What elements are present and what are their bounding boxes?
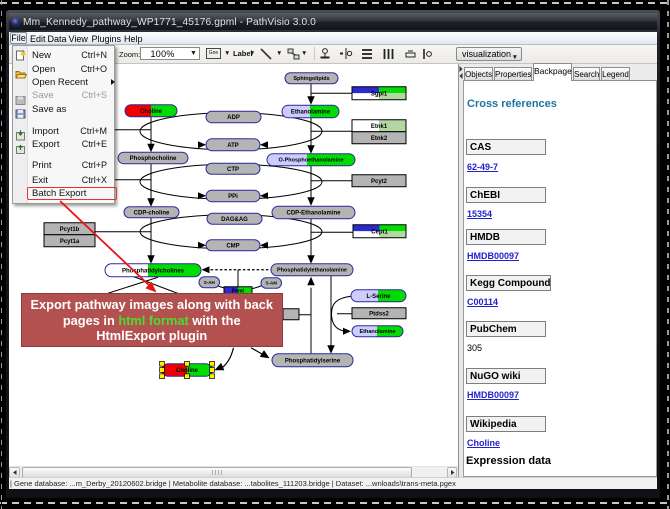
svg-text:Phosphatidylcholines: Phosphatidylcholines <box>122 268 185 274</box>
svg-text:S-AH: S-AH <box>204 279 215 284</box>
svg-text:Ethanolamine: Ethanolamine <box>359 329 395 335</box>
svg-text:CMP: CMP <box>226 243 239 249</box>
svg-text:Sgpl1: Sgpl1 <box>371 91 388 97</box>
svg-text:Choline: Choline <box>176 368 199 374</box>
svg-text:Choline: Choline <box>140 108 163 114</box>
svg-text:DAG&AG: DAG&AG <box>221 216 248 222</box>
svg-text:S-AM: S-AM <box>266 280 278 285</box>
svg-text:Pcyt1b: Pcyt1b <box>60 226 80 232</box>
svg-text:Phosphatidylethanolamine: Phosphatidylethanolamine <box>277 267 347 273</box>
svg-text:Pcyt1a: Pcyt1a <box>60 238 80 244</box>
svg-text:Ptdss2: Ptdss2 <box>369 311 389 317</box>
svg-text:Pemt: Pemt <box>232 288 245 294</box>
svg-text:CTP: CTP <box>227 166 239 172</box>
svg-text:Ethanolamine: Ethanolamine <box>291 109 331 115</box>
svg-text:PPi: PPi <box>228 194 238 200</box>
svg-text:Etnk2: Etnk2 <box>371 135 388 141</box>
svg-text:Pcyt2: Pcyt2 <box>371 178 388 184</box>
svg-text:CDP-choline: CDP-choline <box>134 210 170 216</box>
svg-text:Etnk1: Etnk1 <box>371 123 388 129</box>
svg-text:ATP: ATP <box>227 142 239 148</box>
svg-text:ADP: ADP <box>227 115 240 121</box>
svg-text:L-Serine: L-Serine <box>366 293 391 299</box>
svg-text:O-Phosphoethanolamine: O-Phosphoethanolamine <box>278 157 343 163</box>
svg-text:Cept1: Cept1 <box>371 229 388 235</box>
svg-text:Phosphocholine: Phosphocholine <box>130 156 177 162</box>
svg-text:Sphingolipids: Sphingolipids <box>293 76 329 82</box>
svg-text:CDP-Ethanolamine: CDP-Ethanolamine <box>286 210 341 216</box>
svg-text:Phosphatidylserine: Phosphatidylserine <box>285 358 341 364</box>
